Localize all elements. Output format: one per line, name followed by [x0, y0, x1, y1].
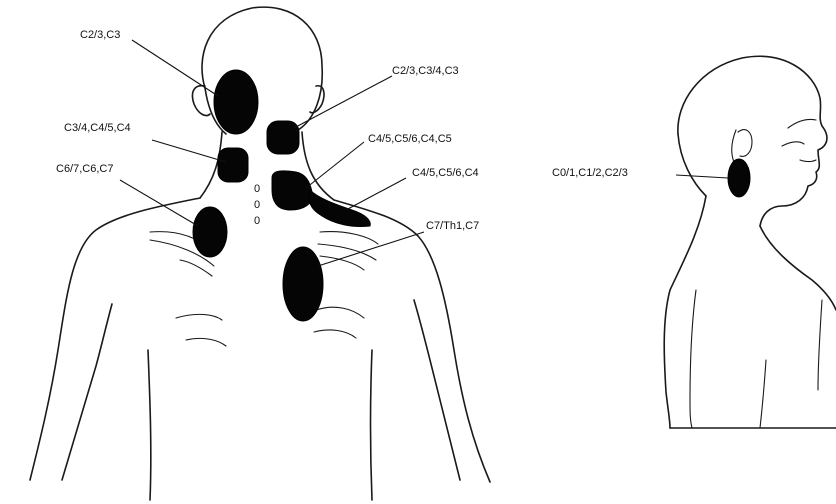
label-c0-1-c1-2-c2-3: C0/1,C1/2,C2/3 [552, 167, 628, 179]
side-neck-front [760, 226, 836, 310]
label-c4-5-c5-6-c4: C4/5,C5/6,C4 [412, 167, 479, 179]
spine-mark-3: 0 [254, 215, 260, 227]
pain-zone-c3-4-c4-5-c4 [218, 148, 248, 182]
label-c7-th1-c7: C7/Th1,C7 [426, 220, 479, 232]
label-c2-3-c3-4-c3: C2/3,C3/4,C3 [392, 65, 459, 77]
pain-zone-c0-1-c1-2-c2-3 [728, 159, 750, 197]
label-c6-7-c6-c7: C6/7,C6,C7 [56, 163, 113, 175]
left-armpit-lines [176, 314, 226, 346]
back-pain-zones [193, 70, 370, 321]
leader-c4-5-c5-6-c4-c5 [306, 142, 364, 188]
pain-zone-c2-3-c3-4-c3 [267, 121, 299, 154]
pain-zone-c2-3-c3 [214, 70, 258, 134]
pain-zone-c4-5-c5-6-c4-c5 [272, 171, 312, 210]
label-c2-3-c3: C2/3,C3 [80, 29, 120, 41]
leader-c6-7-c6-c7 [120, 180, 198, 226]
torso-right [371, 350, 373, 500]
spine-mark-1: 0 [254, 183, 260, 195]
spine-markers: 0 0 0 [254, 183, 260, 227]
leader-c0-1-c1-2-c2-3 [676, 175, 728, 178]
side-arm-lines [690, 290, 822, 428]
pain-zone-c6-7-c6-c7 [193, 207, 227, 257]
label-c4-5-c5-6-c4-c5: C4/5,C5/6,C4,C5 [368, 133, 452, 145]
leader-c4-5-c5-6-c4 [346, 178, 406, 210]
side-view-figure [664, 56, 836, 428]
back-view-figure [30, 7, 490, 500]
side-head-back [678, 134, 706, 196]
side-ear [738, 130, 752, 157]
right-armpit-lines [314, 307, 364, 338]
pain-zone-c7-th1-c7 [283, 247, 323, 321]
leader-c3-4-c4-5-c4 [152, 140, 226, 162]
leader-c2-3-c3-4-c3 [294, 76, 392, 128]
right-arm-inner [414, 300, 460, 480]
right-shoulder [334, 200, 490, 482]
torso-left [148, 350, 151, 500]
left-shoulder [30, 198, 200, 480]
right-ear [310, 86, 324, 113]
side-neck-back [664, 196, 706, 428]
left-arm-inner [62, 304, 112, 480]
label-c3-4-c4-5-c4: C3/4,C4/5,C4 [64, 122, 131, 134]
spine-mark-2: 0 [254, 199, 260, 211]
leader-c7-th1-c7 [318, 232, 424, 266]
right-scapula-lines [318, 232, 378, 270]
